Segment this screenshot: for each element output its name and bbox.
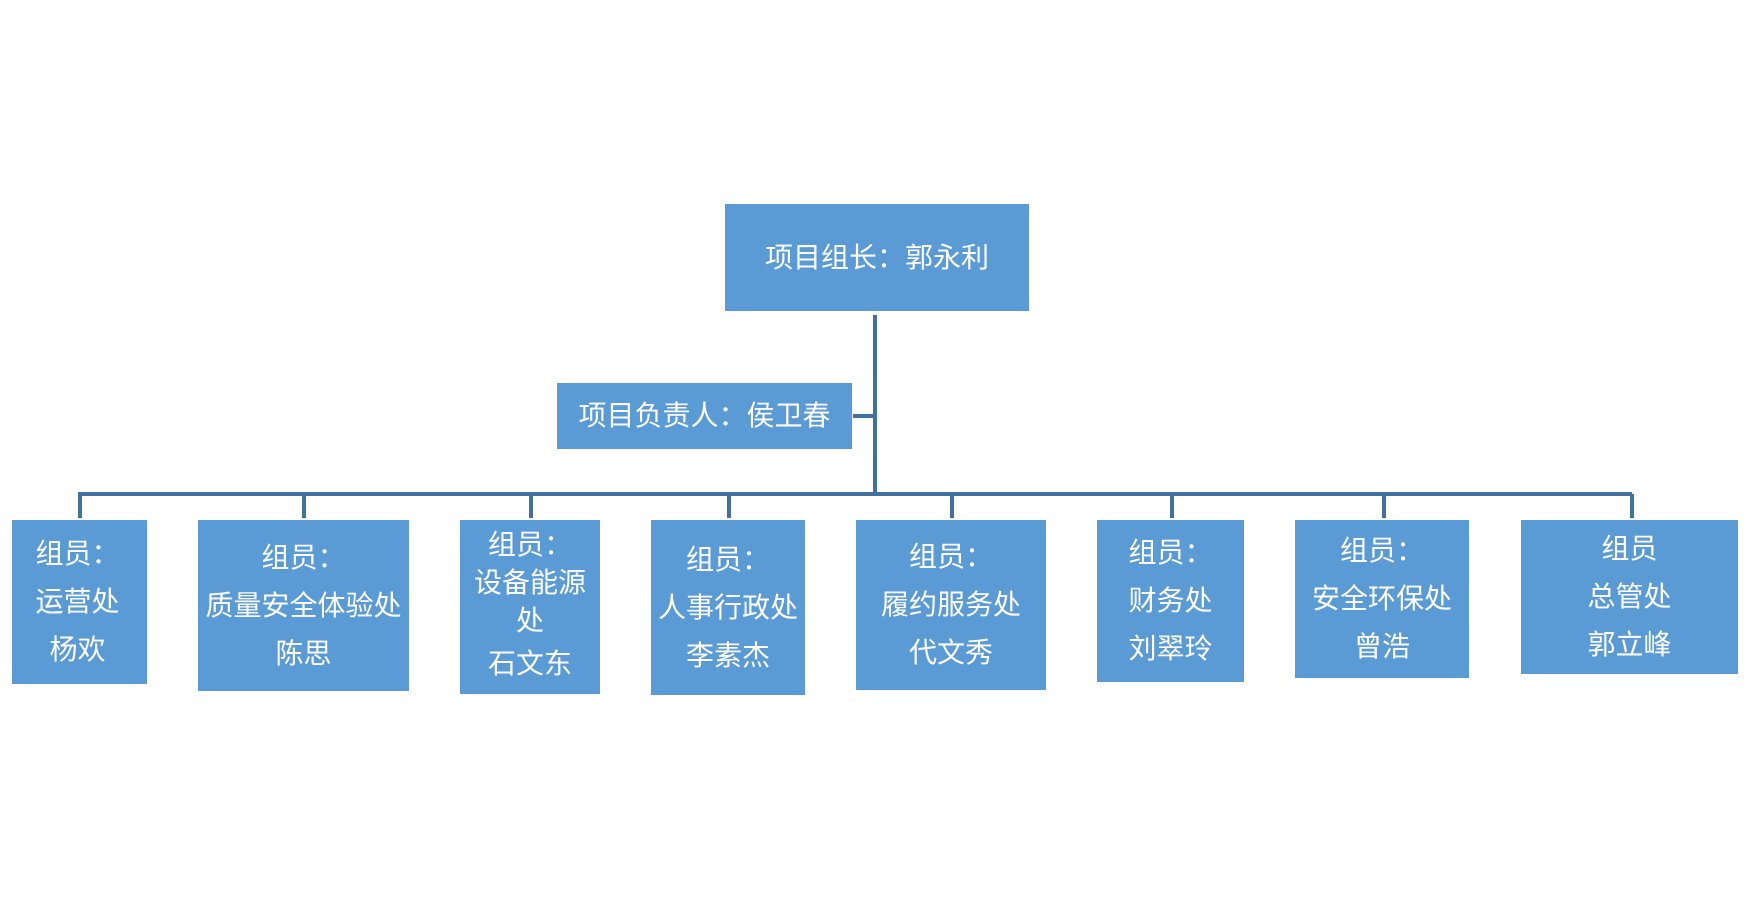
member-box-safety-environment: 组员： 安全环保处 曾浩 xyxy=(1295,520,1469,678)
member-dept-label-line2: 处 xyxy=(515,604,544,637)
member-box-operations: 组员： 运营处 杨欢 xyxy=(12,520,147,684)
member-box-hr-admin: 组员： 人事行政处 李素杰 xyxy=(651,520,805,695)
member-dept-label: 安全环保处 xyxy=(1311,582,1452,615)
member-dept-label: 人事行政处 xyxy=(657,590,798,624)
leader-box: 项目组长：郭永利 xyxy=(725,204,1029,311)
member-box-equipment-energy: 组员： 设备能源 处 石文东 xyxy=(460,520,600,694)
member-dept-label: 运营处 xyxy=(35,585,120,618)
member-role-label: 组员： xyxy=(1339,534,1424,567)
leader-label: 项目组长：郭永利 xyxy=(764,240,989,274)
member-box-quality-safety: 组员： 质量安全体验处 陈思 xyxy=(198,520,409,691)
manager-box: 项目负责人：侯卫春 xyxy=(557,383,852,449)
member-role-label: 组员： xyxy=(685,542,770,576)
member-dept-label-line1: 设备能源 xyxy=(473,566,586,599)
member-name-label: 石文东 xyxy=(487,647,572,680)
member-role-label: 组员： xyxy=(908,540,993,573)
member-box-general-management: 组员 总管处 郭立峰 xyxy=(1521,520,1738,674)
member-name-label: 曾浩 xyxy=(1353,630,1410,663)
member-dept-label: 财务处 xyxy=(1128,584,1213,617)
member-name-label: 刘翠玲 xyxy=(1128,632,1213,665)
member-name-label: 代文秀 xyxy=(908,636,993,669)
member-name-label: 杨欢 xyxy=(49,633,106,666)
member-box-contract-service: 组员： 履约服务处 代文秀 xyxy=(856,520,1046,690)
member-name-label: 郭立峰 xyxy=(1587,628,1672,661)
member-role-label: 组员 xyxy=(1601,532,1658,565)
member-name-label: 李素杰 xyxy=(685,638,770,672)
member-role-label: 组员： xyxy=(261,540,346,574)
member-name-label: 陈思 xyxy=(275,636,332,670)
member-dept-label: 履约服务处 xyxy=(880,588,1021,621)
manager-label: 项目负责人：侯卫春 xyxy=(578,399,831,432)
member-role-label: 组员： xyxy=(487,528,572,561)
member-dept-label: 质量安全体验处 xyxy=(205,588,402,622)
member-role-label: 组员： xyxy=(1128,536,1213,569)
member-role-label: 组员： xyxy=(35,537,120,570)
member-dept-label: 总管处 xyxy=(1587,580,1672,613)
member-box-finance: 组员： 财务处 刘翠玲 xyxy=(1097,520,1244,682)
